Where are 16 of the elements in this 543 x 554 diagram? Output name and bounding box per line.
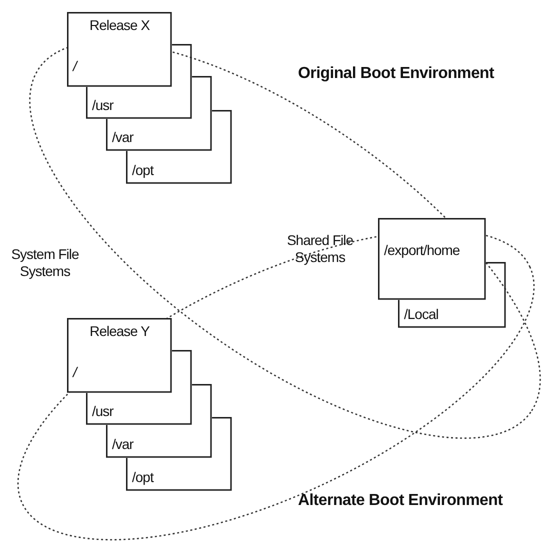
mount-path: /usr bbox=[92, 403, 114, 419]
mount-path: / bbox=[73, 364, 76, 380]
mount-path: /var bbox=[112, 436, 134, 452]
release-title: Release Y bbox=[88, 323, 150, 339]
environment-title: Alternate Boot Environment bbox=[298, 492, 503, 510]
environment-title: Original Boot Environment bbox=[298, 65, 494, 83]
group-caption: Shared File Systems bbox=[286, 232, 354, 266]
release-title: Release X bbox=[88, 17, 151, 33]
mount-path: /opt bbox=[132, 469, 154, 485]
mount-path: /Local bbox=[404, 306, 438, 322]
mount-path: /var bbox=[112, 129, 134, 145]
mount-path: /usr bbox=[92, 97, 114, 113]
mount-path: / bbox=[73, 58, 76, 74]
mount-path: /export/home bbox=[384, 242, 460, 258]
mount-path: /opt bbox=[132, 162, 154, 178]
group-caption: System File Systems bbox=[10, 246, 80, 280]
